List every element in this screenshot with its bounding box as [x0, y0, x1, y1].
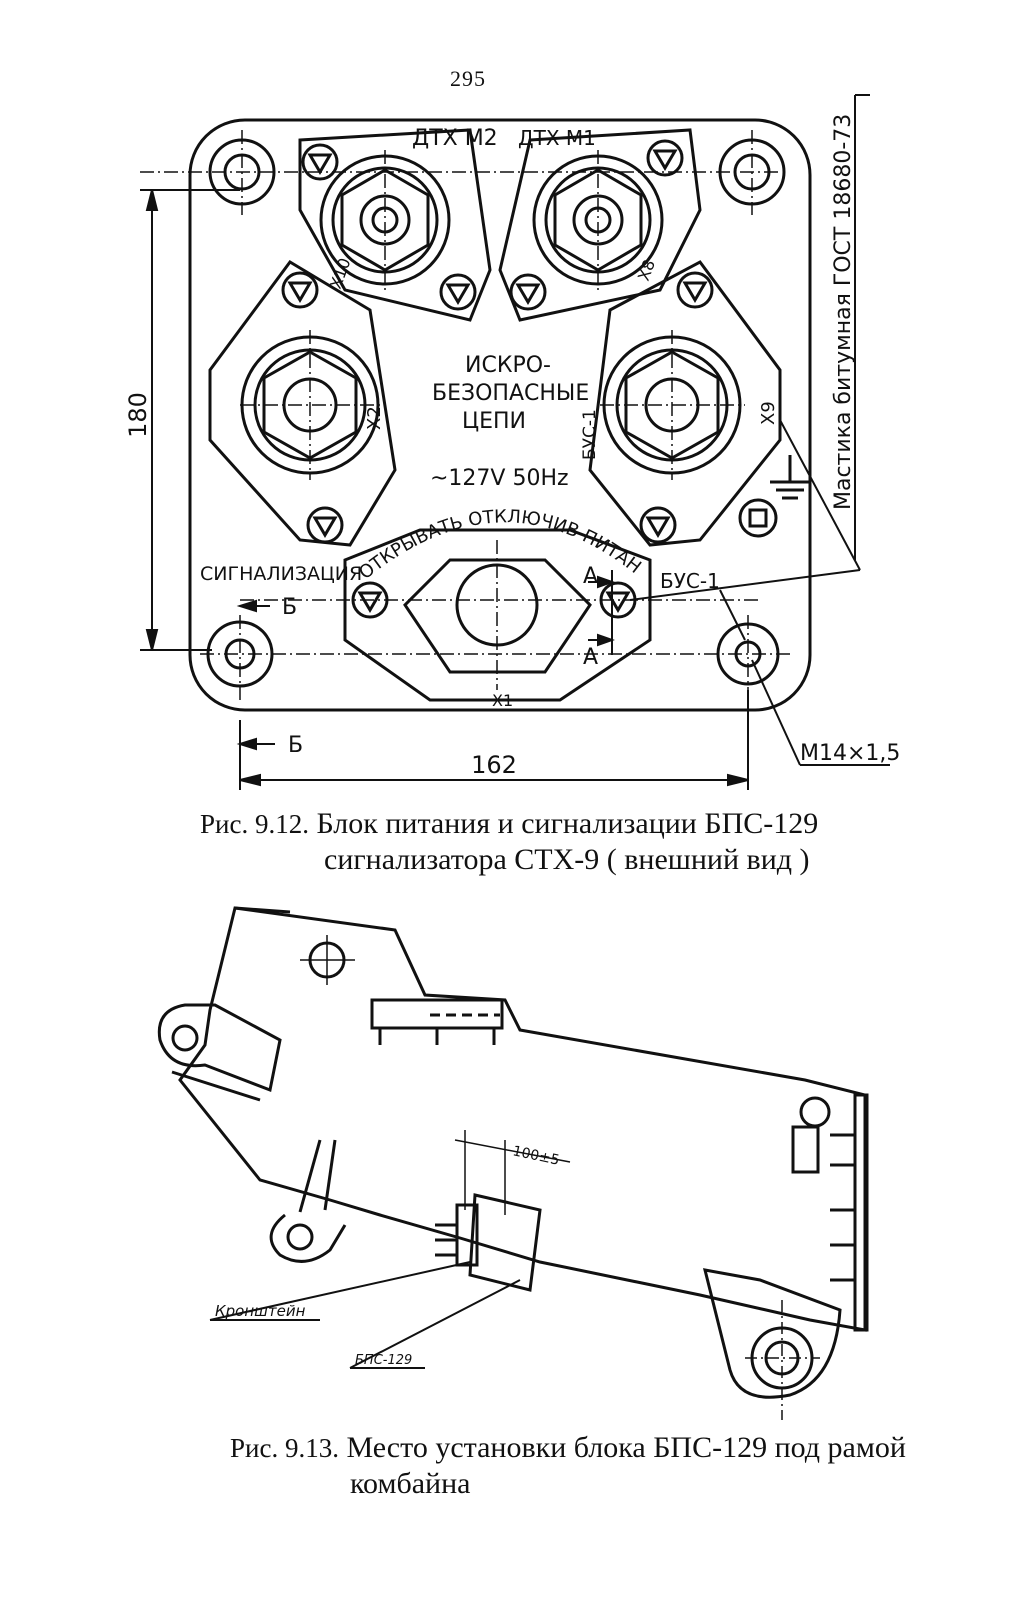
figure-9-13-number: Рис. 9.13.	[230, 1433, 339, 1463]
label-x2: X2	[364, 406, 385, 430]
page-number: 295	[450, 66, 486, 91]
label-bus1-side: БУС-1	[580, 409, 600, 460]
label-bps-129: БПС-129	[355, 1353, 412, 1368]
label-signalizatsiya: СИГНАЛИЗАЦИЯ	[200, 563, 362, 585]
frame-outline	[178, 906, 867, 1332]
figure-9-13-caption-line1: Место установки блока БПС-129 под рамой	[346, 1431, 906, 1464]
label-tsepi: ЦЕПИ	[462, 409, 526, 434]
figure-9-12-caption-line1: Блок питания и сигнализации БПС-129	[316, 807, 819, 840]
label-bus1: БУС-1	[660, 569, 720, 593]
label-voltage: ~127V 50Hz	[430, 466, 569, 491]
label-b-lower: Б	[288, 733, 303, 758]
figure-9-13-caption-line2: комбайна	[350, 1467, 471, 1500]
label-bracket: Кронштейн	[215, 1302, 306, 1320]
label-dtx-m1: ДТХ М1	[518, 126, 596, 150]
figure-9-13-caption: Рис. 9.13. Место установки блока БПС-129…	[230, 1430, 930, 1502]
figure-9-12-number: Рис. 9.12.	[200, 809, 309, 839]
figure-9-12-drawing: ДТХ М2 ДТХ М1 X10 X8 X2 X9 БУС-1 ИСКРО- …	[0, 0, 900, 790]
figure-9-12-caption: Рис. 9.12. Блок питания и сигнализации Б…	[200, 806, 840, 878]
panel-outline	[188, 118, 812, 712]
label-x9: X9	[758, 401, 779, 425]
label-bezopasnye: БЕЗОПАСНЫЕ	[432, 381, 589, 406]
label-a-upper: А	[583, 564, 598, 589]
label-iskro: ИСКРО-	[465, 353, 551, 378]
figure-9-13-drawing: 100±5 Кронштейн БПС-129	[157, 906, 869, 1420]
ground-screw	[738, 498, 778, 538]
label-a-lower: А	[583, 645, 598, 670]
connector-x1	[343, 528, 652, 702]
dimension-width: 162	[471, 751, 517, 779]
label-b-upper: Б	[282, 595, 297, 620]
label-thread: М14×1,5	[800, 741, 900, 766]
ground-symbol-icon	[770, 455, 810, 500]
label-dimension-100: 100±5	[511, 1143, 561, 1168]
figure-9-12-caption-line2: сигнализатора СТХ-9 ( внешний вид )	[324, 843, 810, 876]
label-dtx-m2: ДТХ М2	[412, 126, 498, 151]
dimension-height: 180	[124, 392, 152, 438]
label-mastic: Мастика битумная ГОСТ 18680-73	[831, 114, 856, 510]
label-x1: X1	[492, 691, 513, 710]
